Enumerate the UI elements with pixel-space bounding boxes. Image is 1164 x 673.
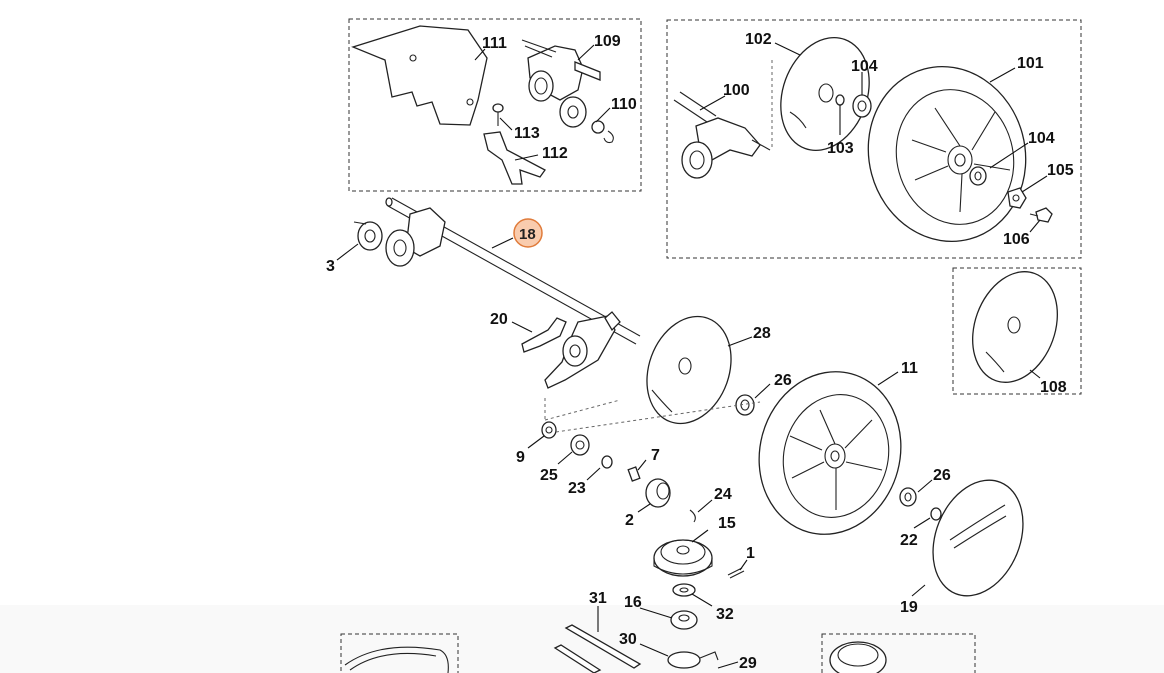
washer-23 [601,455,613,469]
label-26-top[interactable]: 26 [774,372,792,389]
label-11[interactable]: 11 [901,360,918,377]
group-box-top-left [348,18,642,192]
label-32[interactable]: 32 [716,606,734,623]
clip-20 [521,317,567,353]
wheel-11 [758,371,902,535]
group-box-bottom-right [821,633,976,673]
nut-105 [1007,187,1027,209]
wheel-101 [867,65,1027,243]
part-30 [667,651,719,669]
label-15[interactable]: 15 [718,515,736,532]
label-101[interactable]: 101 [1017,55,1044,72]
label-9[interactable]: 9 [516,449,525,466]
label-109[interactable]: 109 [594,33,621,50]
label-112[interactable]: 112 [542,145,568,162]
leader-lines [336,42,1048,669]
label-30[interactable]: 30 [619,631,637,648]
washer-22 [930,507,942,521]
bearing-104-right [969,166,987,186]
label-1[interactable]: 1 [746,545,755,562]
label-2[interactable]: 2 [625,512,634,529]
part-labels: 111 109 110 113 112 102 100 104 103 101 … [326,31,1074,672]
label-111[interactable]: 111 [482,35,507,52]
washer-32 [672,583,696,597]
assembly-dashed-lines [544,60,773,433]
label-22[interactable]: 22 [900,532,918,549]
washer-103 [835,94,845,106]
bracket-109 [521,39,601,102]
circlip-24 [689,509,696,523]
group-box-top-right [666,19,1082,259]
label-104-right[interactable]: 104 [1028,130,1055,147]
label-103[interactable]: 103 [827,140,854,157]
pulley-15 [653,539,713,577]
label-24[interactable]: 24 [714,486,732,503]
label-29[interactable]: 29 [739,655,757,672]
cover-plate-111 [351,25,488,126]
gear-3 [353,221,383,251]
group-box-right-disc [952,267,1082,395]
label-3[interactable]: 3 [326,258,335,275]
hubcap-19 [932,479,1024,597]
bushing-16 [670,610,698,630]
label-105[interactable]: 105 [1047,162,1074,179]
screw-113 [492,103,504,126]
axle-100 [673,91,771,179]
bracket-right-on-shaft [544,311,621,389]
label-18[interactable]: 18 [519,226,536,243]
disc-28 [646,315,732,425]
highlight-circle-18[interactable] [513,218,543,248]
label-20[interactable]: 20 [490,311,508,328]
label-110[interactable]: 110 [611,96,637,113]
rods-31 [553,624,642,673]
pinion-2 [645,478,671,508]
washer-9 [541,421,557,439]
label-7[interactable]: 7 [651,447,660,464]
label-108[interactable]: 108 [1040,379,1067,396]
bearing-25 [570,434,590,456]
label-113[interactable]: 113 [514,125,540,142]
label-102[interactable]: 102 [745,31,772,48]
bearing-104-top [852,94,872,118]
bearing-26-left [735,394,755,416]
label-25[interactable]: 25 [540,467,558,484]
label-100[interactable]: 100 [723,82,750,99]
bracket-112 [483,131,546,185]
label-106[interactable]: 106 [1003,231,1030,248]
label-28[interactable]: 28 [753,325,771,342]
label-23[interactable]: 23 [568,480,586,497]
group-box-bottom-left [340,633,459,673]
gear-small-top [559,96,587,128]
bearing-26-right [899,487,917,507]
disc-102 [780,36,870,152]
label-31[interactable]: 31 [589,590,607,607]
pin-1 [727,567,745,579]
label-26-right[interactable]: 26 [933,467,951,484]
bolt-106 [1029,207,1053,223]
bracket-left-on-shaft [385,207,446,267]
label-19[interactable]: 19 [900,599,918,616]
label-104-top[interactable]: 104 [851,58,878,75]
washer-110 [591,120,614,144]
pulley-fragment [829,641,887,673]
key-7 [627,466,641,482]
disc-108 [972,271,1058,383]
label-16[interactable]: 16 [624,594,642,611]
belt-fragment [344,646,449,673]
